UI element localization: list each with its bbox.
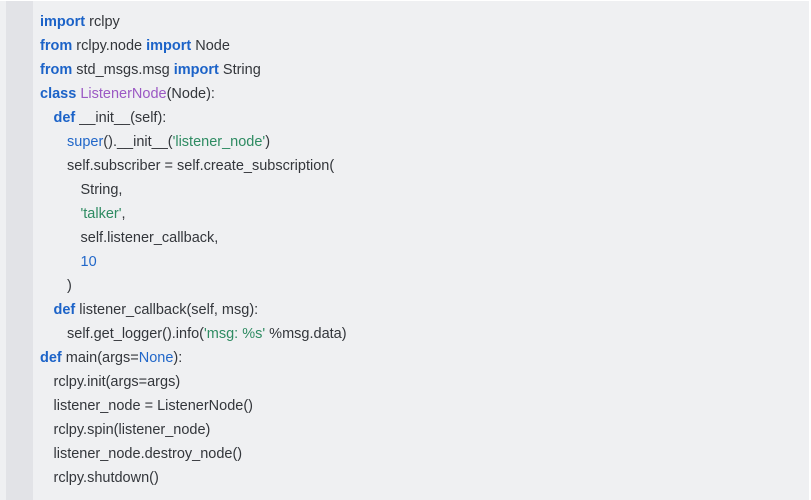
code-line: from rclpy.node import Node <box>33 34 809 58</box>
code-token-string: 'talker' <box>80 206 122 222</box>
code-token-plain: std_msgs.msg <box>72 62 174 78</box>
code-line: class ListenerNode(Node): <box>33 82 809 106</box>
code-token-plain: ().__init__( <box>103 134 173 150</box>
code-token-plain: ) <box>67 278 72 294</box>
code-token-plain: String <box>218 62 261 78</box>
code-line: self.subscriber = self.create_subscripti… <box>33 154 809 178</box>
code-token-kw: from <box>40 62 73 78</box>
code-line: super().__init__('listener_node') <box>33 130 809 154</box>
code-line: self.listener_callback, <box>33 226 809 250</box>
code-line: from std_msgs.msg import String <box>33 58 809 82</box>
code-token-number: 10 <box>80 254 97 270</box>
code-token-plain: __init__(self): <box>75 110 167 126</box>
code-token-kw: from <box>40 38 73 54</box>
code-line: listener_node = ListenerNode() <box>33 394 809 418</box>
code-token-kw: import <box>146 38 192 54</box>
code-token-kw: def <box>40 350 62 366</box>
code-line: 10 <box>33 250 809 274</box>
code-token-plain: ) <box>265 134 271 150</box>
code-token-plain: rclpy.init(args=args) <box>53 374 181 390</box>
code-token-plain: rclpy <box>85 14 120 30</box>
code-token-plain: rclpy.node <box>72 38 147 54</box>
code-line: self.get_logger().info('msg: %s' %msg.da… <box>33 322 809 346</box>
code-token-kw: import <box>40 14 86 30</box>
code-token-plain: , <box>121 206 126 222</box>
code-line: def main(args=None): <box>33 346 809 370</box>
code-token-const: None <box>138 350 174 366</box>
code-token-plain: self.listener_callback, <box>80 230 219 246</box>
code-token-kw: import <box>173 62 219 78</box>
code-line: def __init__(self): <box>33 106 809 130</box>
code-line: def listener_callback(self, msg): <box>33 298 809 322</box>
code-token-class: ListenerNode <box>80 86 167 102</box>
code-token-builtin: super <box>67 134 104 150</box>
code-token-kw: def <box>53 110 76 126</box>
code-token-plain: %msg.data) <box>265 326 347 342</box>
code-token-string: 'msg: %s' <box>204 326 266 342</box>
code-token-plain: main(args= <box>61 350 139 366</box>
code-token-plain: ): <box>173 350 183 366</box>
code-line: rclpy.spin(listener_node) <box>33 418 809 442</box>
code-token-plain: Node <box>191 38 230 54</box>
code-token-plain: rclpy.spin(listener_node) <box>53 422 211 438</box>
code-line: 'talker', <box>33 202 809 226</box>
code-line: String, <box>33 178 809 202</box>
code-token-plain: listener_callback(self, msg): <box>75 302 259 318</box>
code-line: listener_node.destroy_node() <box>33 442 809 466</box>
code-token-kw: def <box>53 302 76 318</box>
code-line: rclpy.init(args=args) <box>33 370 809 394</box>
code-token-plain: self.get_logger().info( <box>67 326 205 342</box>
code-token-plain: rclpy.shutdown() <box>53 470 159 486</box>
code-line: ) <box>33 274 809 298</box>
code-token-plain: listener_node.destroy_node() <box>53 446 243 462</box>
code-line: rclpy.shutdown() <box>33 466 809 490</box>
code-token-string: 'listener_node' <box>172 134 266 150</box>
code-token-plain: listener_node = ListenerNode() <box>53 398 254 414</box>
code-line: import rclpy <box>33 10 809 34</box>
code-token-plain: self.subscriber = self.create_subscripti… <box>67 158 335 174</box>
code-token-kw: class <box>40 86 77 102</box>
code-token-plain: String, <box>80 182 123 198</box>
editor-gutter <box>6 1 33 500</box>
code-token-plain: (Node): <box>166 86 215 102</box>
